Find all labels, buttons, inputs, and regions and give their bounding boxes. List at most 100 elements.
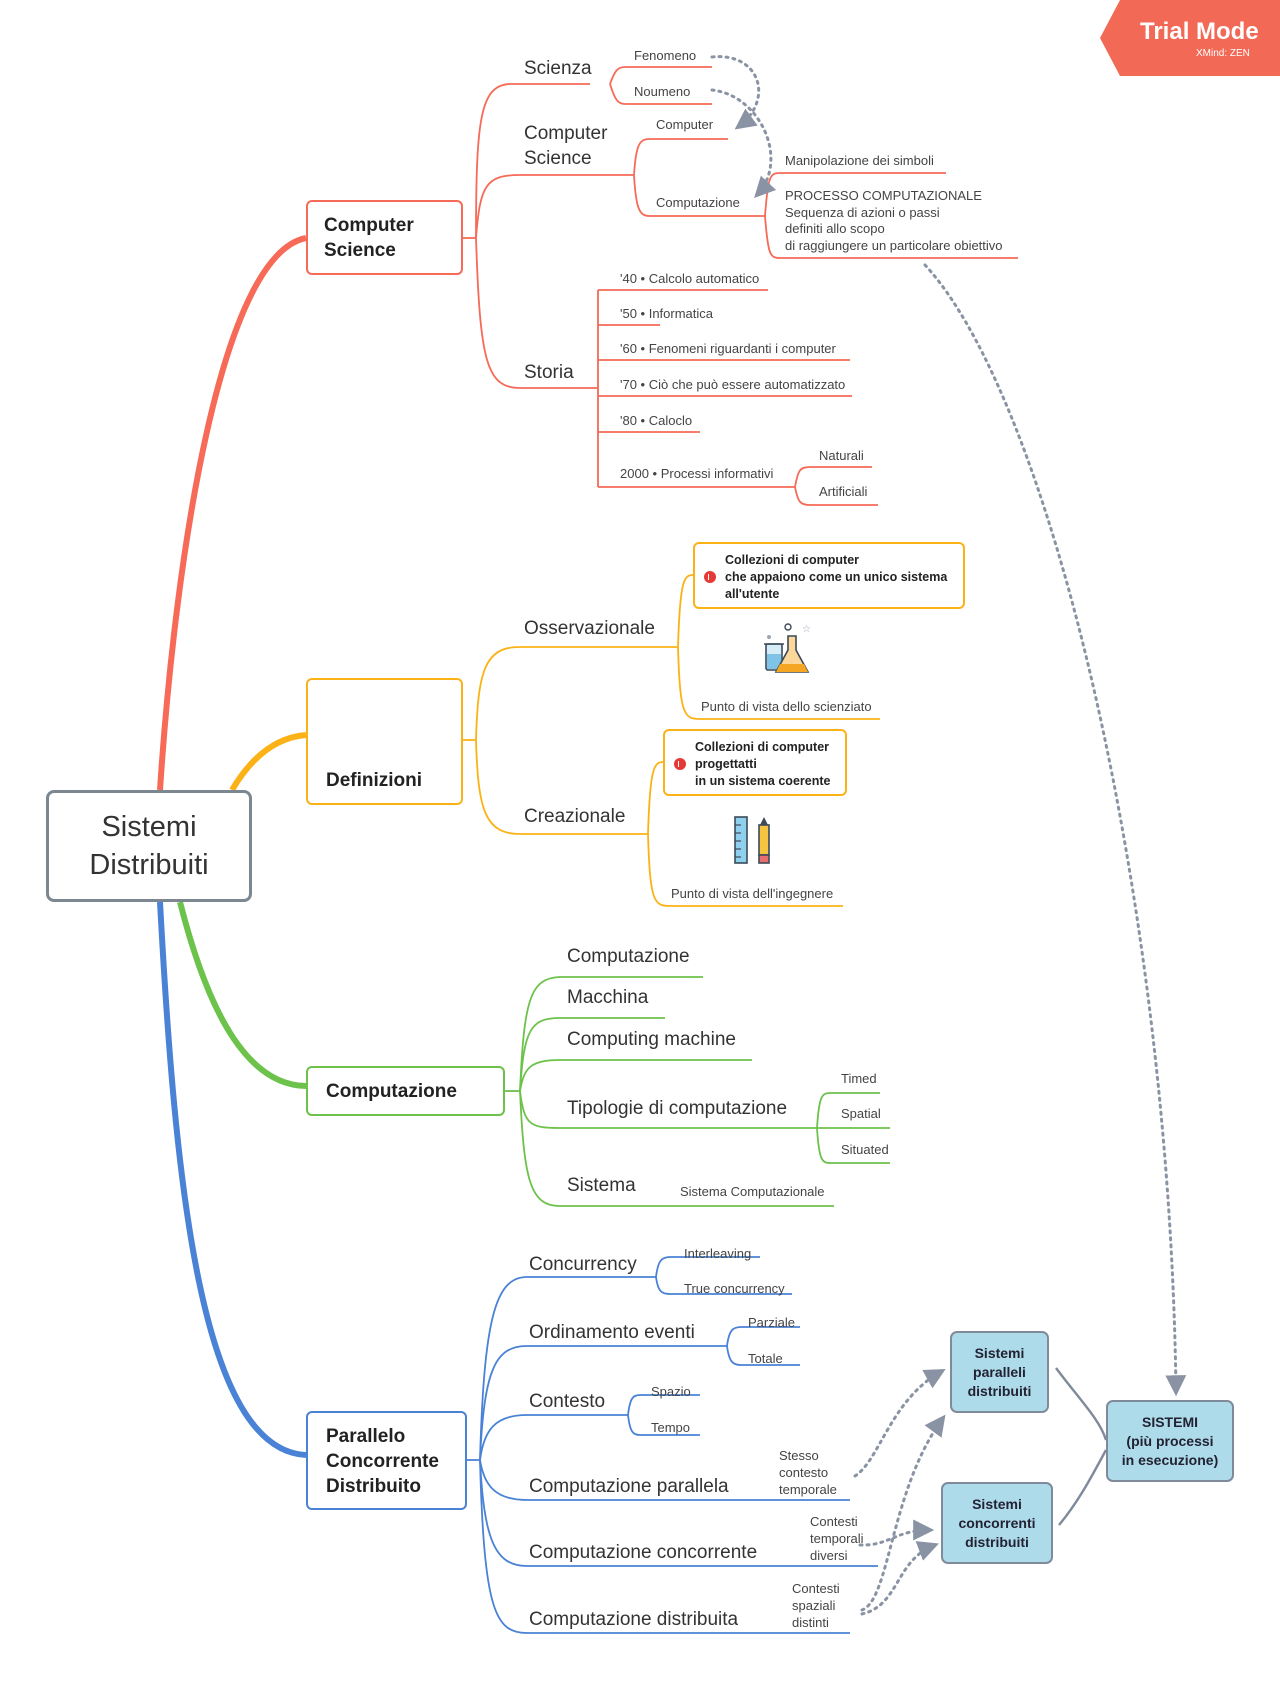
parallela-note-3: temporale	[779, 1482, 837, 1497]
timed-label[interactable]: Timed	[841, 1071, 877, 1086]
osservazionale-note[interactable]: Collezioni di computer che appaiono come…	[693, 542, 965, 609]
naturali-label[interactable]: Naturali	[819, 448, 864, 463]
sistemi-paralleli-2: paralleli	[973, 1363, 1026, 1380]
computer-science-title-2: Science	[324, 240, 396, 261]
flag-icon	[674, 758, 686, 770]
definizioni-title: Definizioni	[326, 770, 423, 791]
storia-item-80[interactable]: '80 • Caloclo	[620, 413, 693, 428]
branch-definizioni	[229, 732, 307, 792]
cs-sub-label-2[interactable]: Science	[524, 148, 592, 169]
parallelo-title-3: Distribuito	[326, 1476, 421, 1497]
cs-sub-label-1[interactable]: Computer	[524, 123, 608, 144]
sistemi-concorrenti-2: concorrenti	[958, 1514, 1036, 1531]
computer-science-topic[interactable]: Computer Science	[306, 200, 463, 275]
computing-machine-label[interactable]: Computing machine	[567, 1029, 736, 1050]
computazione-item-label[interactable]: Computazione	[567, 946, 690, 967]
concorrente-label[interactable]: Computazione concorrente	[529, 1542, 758, 1563]
creazionale-note-1: Collezioni di computer	[695, 740, 830, 754]
root-line1: Sistemi	[101, 811, 197, 843]
parallela-note-2: contesto	[779, 1465, 829, 1480]
scienziato-caption[interactable]: Punto di vista dello scienziato	[701, 699, 872, 714]
noumeno-label[interactable]: Noumeno	[634, 84, 691, 99]
sistemi-2: (più processi	[1126, 1432, 1214, 1449]
parziale-label[interactable]: Parziale	[748, 1315, 795, 1330]
sistema-computazionale-label[interactable]: Sistema Computazionale	[680, 1184, 825, 1199]
trial-badge-shape	[1100, 0, 1280, 76]
creazionale-note[interactable]: Collezioni di computer progettatti in un…	[663, 729, 847, 796]
tempo-label[interactable]: Tempo	[651, 1420, 691, 1435]
root-topic[interactable]: Sistemi Distribuiti	[46, 790, 252, 902]
computazione-topic[interactable]: Computazione	[306, 1066, 505, 1116]
sistemi-concorrenti-3: distribuiti	[965, 1533, 1029, 1550]
computer-label[interactable]: Computer	[656, 117, 714, 132]
flag-icon	[704, 571, 716, 583]
root-line2: Distribuiti	[89, 849, 209, 881]
storia-item-2000[interactable]: 2000 • Processi informativi	[620, 466, 774, 481]
svg-text:☆: ☆	[802, 624, 811, 635]
storia-label[interactable]: Storia	[524, 362, 574, 383]
storia-item-60[interactable]: '60 • Fenomeni riguardanti i computer	[620, 341, 836, 356]
osservazionale-note-3: all'utente	[725, 587, 780, 601]
parallelo-topic[interactable]: Parallelo Concorrente Distribuito	[306, 1411, 467, 1510]
computer-science-title-1: Computer	[324, 215, 414, 236]
true-concurrency-label[interactable]: True concurrency	[684, 1281, 785, 1296]
creazionale-note-3: in un sistema coerente	[695, 774, 831, 788]
distribuita-note-1: Contesti	[792, 1581, 840, 1596]
sistemi-paralleli-box[interactable]: Sistemi paralleli distribuiti	[950, 1331, 1049, 1413]
lab-flask-icon: ☆	[764, 623, 811, 673]
concorrente-note-1: Contesti	[810, 1514, 858, 1529]
ordinamento-label[interactable]: Ordinamento eventi	[529, 1322, 695, 1343]
sistemi-box[interactable]: SISTEMI (più processi in esecuzione)	[1106, 1400, 1234, 1482]
branch-computer-science	[157, 235, 307, 791]
sistemi-paralleli-1: Sistemi	[974, 1344, 1025, 1361]
computazione-title: Computazione	[326, 1081, 457, 1102]
fenomeno-label[interactable]: Fenomeno	[634, 48, 697, 63]
interleaving-label[interactable]: Interleaving	[684, 1246, 752, 1261]
contesto-label[interactable]: Contesto	[529, 1391, 606, 1412]
ruler-pencil-icon	[734, 816, 770, 864]
storia-item-40[interactable]: '40 • Calcolo automatico	[620, 271, 760, 286]
spatial-label[interactable]: Spatial	[841, 1106, 881, 1121]
concurrency-label[interactable]: Concurrency	[529, 1254, 637, 1275]
distribuita-note-3: distinti	[792, 1615, 829, 1630]
branch-parallelo	[157, 901, 307, 1458]
sistemi-3: in esecuzione)	[1121, 1451, 1219, 1468]
computazione-cs-label[interactable]: Computazione	[656, 195, 740, 210]
osservazionale-label[interactable]: Osservazionale	[524, 618, 655, 639]
trial-badge-title: Trial Mode	[1140, 18, 1259, 45]
spazio-label[interactable]: Spazio	[651, 1384, 691, 1399]
osservazionale-note-2: che appaiono come un unico sistema	[725, 570, 948, 584]
scienza-label[interactable]: Scienza	[524, 58, 592, 79]
totale-label[interactable]: Totale	[748, 1351, 783, 1366]
sistema-label[interactable]: Sistema	[567, 1175, 636, 1196]
ingegnere-caption[interactable]: Punto di vista dell'ingegnere	[671, 886, 834, 901]
trial-badge-subtitle: XMind: ZEN	[1196, 48, 1250, 59]
distribuita-note-2: spaziali	[792, 1598, 836, 1613]
artificiali-label[interactable]: Artificiali	[819, 484, 868, 499]
creazionale-label[interactable]: Creazionale	[524, 806, 626, 827]
processo-line-2: Sequenza di azioni o passi	[785, 205, 940, 220]
storia-item-50[interactable]: '50 • Informatica	[620, 306, 714, 321]
situated-label[interactable]: Situated	[841, 1142, 889, 1157]
branch-computazione	[177, 901, 307, 1089]
sistemi-paralleli-3: distribuiti	[967, 1382, 1032, 1399]
tipologie-label[interactable]: Tipologie di computazione	[567, 1098, 788, 1119]
osservazionale-note-1: Collezioni di computer	[725, 553, 860, 567]
manipolazione-label[interactable]: Manipolazione dei simboli	[785, 153, 934, 168]
processo-line-3: definiti allo scopo	[785, 221, 885, 236]
definizioni-topic[interactable]: Definizioni	[306, 678, 463, 805]
processo-line-4: di raggiungere un particolare obiettivo	[785, 238, 1003, 253]
parallela-label[interactable]: Computazione parallela	[529, 1476, 729, 1497]
concorrente-note-3: diversi	[810, 1548, 848, 1563]
macchina-label[interactable]: Macchina	[567, 987, 649, 1008]
parallelo-title-1: Parallelo	[326, 1426, 406, 1447]
distribuita-label[interactable]: Computazione distribuita	[529, 1609, 739, 1630]
processo-line-1: PROCESSO COMPUTAZIONALE	[785, 188, 982, 203]
sistemi-1: SISTEMI	[1141, 1413, 1198, 1430]
parallela-note-1: Stesso	[779, 1448, 819, 1463]
concorrente-note-2: temporali	[810, 1531, 864, 1546]
storia-item-70[interactable]: '70 • Ciò che può essere automatizzato	[620, 377, 846, 392]
sistemi-concorrenti-box[interactable]: Sistemi concorrenti distribuiti	[941, 1482, 1053, 1564]
